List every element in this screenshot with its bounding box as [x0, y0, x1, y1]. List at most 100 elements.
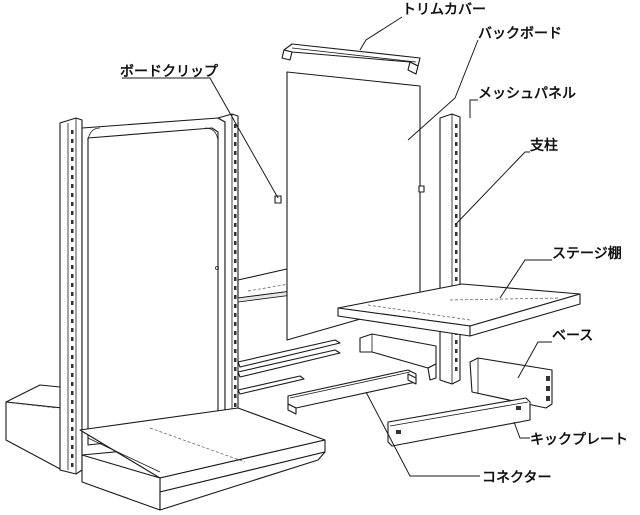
post-slot — [71, 283, 74, 287]
post-slot — [234, 196, 237, 200]
post-slot — [234, 358, 237, 362]
post-slot — [71, 436, 74, 440]
post-slot — [455, 358, 458, 362]
post-slot — [71, 310, 74, 314]
post-slot — [234, 250, 237, 254]
post-slot — [71, 400, 74, 404]
post-slot — [71, 391, 74, 395]
post-slot — [234, 160, 237, 164]
post-slot — [234, 367, 237, 371]
post-slot — [234, 394, 237, 398]
label-stage-shelf: ステージ棚 — [552, 245, 622, 262]
post-slot — [455, 124, 458, 128]
post-slot — [71, 301, 74, 305]
post-slot — [455, 142, 458, 146]
post-slot — [234, 214, 237, 218]
post-slot — [455, 187, 458, 191]
post-slot — [71, 229, 74, 233]
post-slot — [455, 250, 458, 254]
post-slot — [234, 376, 237, 380]
post-slot — [455, 151, 458, 155]
post-slot — [71, 211, 74, 215]
post-slot — [71, 337, 74, 341]
post-slot — [71, 166, 74, 170]
post-slot — [455, 367, 458, 371]
post-slot — [234, 151, 237, 155]
post-slot — [234, 169, 237, 173]
post-slot — [234, 331, 237, 335]
post-slot — [455, 223, 458, 227]
post-slot — [71, 148, 74, 152]
post-slot — [71, 274, 74, 278]
label-post: 支柱 — [529, 137, 558, 154]
kick-plate-part — [387, 397, 531, 447]
post-slot — [71, 157, 74, 161]
post-slot — [455, 340, 458, 344]
post-slot — [455, 133, 458, 137]
post-slot — [71, 139, 74, 143]
post-slot — [234, 142, 237, 146]
post-slot — [455, 160, 458, 164]
post-slot — [234, 259, 237, 263]
board-clip-part — [274, 195, 282, 204]
label-trim-cover: トリムカバー — [402, 2, 486, 18]
post-slot — [455, 349, 458, 353]
label-mesh-panel: メッシュパネル — [478, 86, 576, 102]
post-slot — [234, 124, 237, 128]
post-slot — [234, 304, 237, 308]
post-slot — [71, 409, 74, 413]
post-slot — [234, 133, 237, 137]
left-back-inner — [87, 127, 219, 446]
post-slot — [234, 322, 237, 326]
right-post-part — [439, 113, 461, 385]
post-slot — [234, 403, 237, 407]
post-slot — [234, 187, 237, 191]
label-back-board: バックボード — [478, 26, 562, 42]
post-slot — [455, 169, 458, 173]
post-slot — [71, 175, 74, 179]
post-slot — [455, 196, 458, 200]
post-slot — [234, 340, 237, 344]
post-slot — [71, 265, 74, 269]
post-slot — [71, 247, 74, 251]
shelf-bracket-part — [359, 333, 437, 381]
post-slot — [234, 286, 237, 290]
post-slot — [234, 385, 237, 389]
post-slot — [71, 445, 74, 449]
post-slot — [71, 238, 74, 242]
post-slot — [71, 184, 74, 188]
post-slot — [234, 349, 237, 353]
stage-shelf-part — [337, 283, 581, 337]
post-slot — [455, 241, 458, 245]
post-slot — [71, 463, 74, 467]
post-slot — [455, 277, 458, 281]
leader-lines — [122, 16, 552, 477]
post-slot — [71, 382, 74, 386]
post-slot — [455, 259, 458, 263]
post-slot — [234, 178, 237, 182]
post-slot — [71, 202, 74, 206]
post-slot — [71, 427, 74, 431]
post-slot — [71, 454, 74, 458]
post-slot — [234, 295, 237, 299]
post-slot — [71, 292, 74, 296]
left-base-front — [5, 401, 63, 471]
post-slot — [234, 277, 237, 281]
post-slot — [234, 205, 237, 209]
post-slot — [234, 241, 237, 245]
post-slot — [71, 193, 74, 197]
post-slot — [71, 355, 74, 359]
label-board-clip: ボードクリップ — [120, 64, 219, 80]
post-slot — [71, 256, 74, 260]
label-connector: コネクター — [482, 470, 551, 486]
base-part — [469, 357, 553, 409]
post-slot — [71, 130, 74, 134]
post-slot — [71, 418, 74, 422]
label-kick-plate: キックプレート — [530, 432, 628, 448]
label-base: ベース — [552, 328, 593, 344]
post-slot — [234, 313, 237, 317]
post-slot — [71, 364, 74, 368]
post-slot — [455, 205, 458, 209]
post-slot — [455, 178, 458, 182]
